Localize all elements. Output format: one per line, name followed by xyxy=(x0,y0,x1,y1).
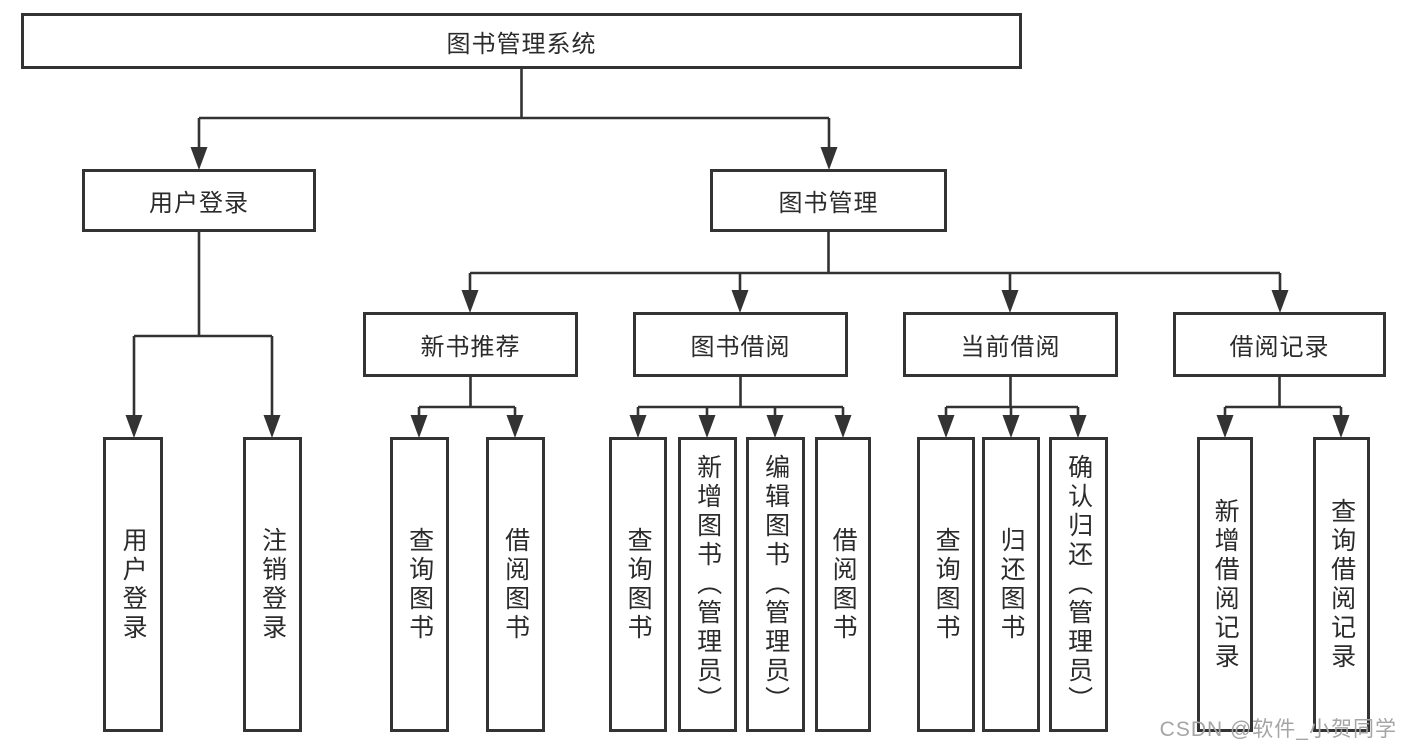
arrowhead xyxy=(461,290,479,313)
leaf-logout: 注销登录 xyxy=(243,437,302,732)
node-user-login: 用户登录 xyxy=(82,169,316,232)
leaf-query-books-current: 查询图书 xyxy=(917,437,975,732)
csdn-watermark: CSDN @软件_小贺同学 xyxy=(1159,718,1397,741)
leaf-edit-books-admin: 编辑图书（管理员） xyxy=(746,437,805,732)
arrowhead xyxy=(1332,415,1350,438)
leaf-query-books-current-label: 查询图书 xyxy=(932,526,961,643)
arrowhead xyxy=(1069,415,1087,438)
arrowhead xyxy=(125,415,143,438)
node-book-borrow: 图书借阅 xyxy=(633,312,848,377)
node-book-management: 图书管理 xyxy=(710,169,947,232)
leaf-query-borrow-record: 查询借阅记录 xyxy=(1313,437,1370,732)
arrowhead xyxy=(937,415,955,438)
leaf-return-books-label: 归还图书 xyxy=(997,526,1026,643)
arrowhead xyxy=(731,290,749,313)
arrowhead xyxy=(1002,415,1020,438)
arrowhead xyxy=(410,415,428,438)
leaf-borrow-books-label: 借阅图书 xyxy=(829,526,858,643)
leaf-return-books: 归还图书 xyxy=(982,437,1040,732)
leaf-user-login: 用户登录 xyxy=(103,437,163,732)
leaf-query-books-recommend: 查询图书 xyxy=(390,437,449,732)
node-new-book-recommend: 新书推荐 xyxy=(363,312,578,377)
node-user-login-label: 用户登录 xyxy=(149,190,249,217)
node-borrow-records: 借阅记录 xyxy=(1173,312,1386,377)
arrowhead xyxy=(263,415,281,438)
leaf-add-books-admin-label: 新增图书（管理员） xyxy=(693,454,722,715)
leaf-borrow-books-recommend-label: 借阅图书 xyxy=(501,526,530,643)
leaf-add-borrow-record-label: 新增借阅记录 xyxy=(1211,497,1240,672)
arrowhead xyxy=(766,415,784,438)
arrowhead xyxy=(834,415,852,438)
leaf-edit-books-admin-label: 编辑图书（管理员） xyxy=(761,454,790,715)
arrowhead xyxy=(629,415,647,438)
leaf-add-books-admin: 新增图书（管理员） xyxy=(678,437,737,732)
node-borrow-records-label: 借阅记录 xyxy=(1229,334,1330,361)
arrowhead xyxy=(820,147,838,170)
arrowhead xyxy=(190,147,208,170)
arrowhead xyxy=(1271,290,1289,313)
node-book-management-label: 图书管理 xyxy=(778,190,879,217)
arrowhead xyxy=(1216,415,1234,438)
arrowhead xyxy=(698,415,716,438)
arrowhead xyxy=(506,415,524,438)
leaf-query-books-borrow-label: 查询图书 xyxy=(624,526,653,643)
leaf-user-login-label: 用户登录 xyxy=(119,526,148,643)
node-root: 图书管理系统 xyxy=(21,13,1022,69)
node-new-book-recommend-label: 新书推荐 xyxy=(420,334,521,361)
node-book-borrow-label: 图书借阅 xyxy=(690,334,791,361)
leaf-borrow-books: 借阅图书 xyxy=(815,437,871,732)
leaf-query-borrow-record-label: 查询借阅记录 xyxy=(1327,497,1356,672)
leaf-logout-label: 注销登录 xyxy=(258,526,287,643)
leaf-confirm-return-admin-label: 确认归还（管理员） xyxy=(1064,454,1093,715)
arrowhead xyxy=(1001,290,1019,313)
leaf-borrow-books-recommend: 借阅图书 xyxy=(486,437,545,732)
node-root-label: 图书管理系统 xyxy=(446,30,597,58)
leaf-query-books-borrow: 查询图书 xyxy=(609,437,667,732)
node-current-borrow-label: 当前借阅 xyxy=(960,334,1061,361)
node-current-borrow: 当前借阅 xyxy=(903,312,1118,377)
leaf-add-borrow-record: 新增借阅记录 xyxy=(1197,437,1253,732)
leaf-confirm-return-admin: 确认归还（管理员） xyxy=(1049,437,1108,732)
leaf-query-books-recommend-label: 查询图书 xyxy=(405,526,434,643)
